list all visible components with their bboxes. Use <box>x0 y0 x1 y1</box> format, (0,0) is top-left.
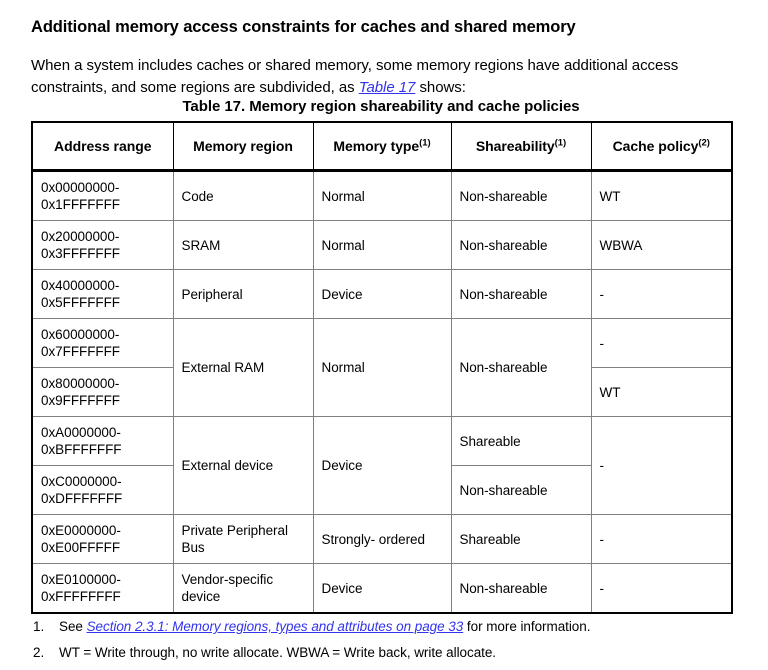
column-header-cache-policy: Cache policy(2) <box>590 121 733 172</box>
footnote-item: 2. WT = Write through, no write allocate.… <box>31 644 737 661</box>
cell-address-range: 0xC0000000- 0xDFFFFFFF <box>31 465 174 515</box>
cell-address-range: 0xE0100000- 0xFFFFFFFF <box>31 563 174 614</box>
header-label: Address range <box>54 138 152 154</box>
cell-memory-region: Vendor-specific device <box>172 563 314 614</box>
cell-shareability: Non-shareable <box>450 318 592 417</box>
table-body: 0x00000000- 0x1FFFFFFF Code Normal Non-s… <box>31 170 733 614</box>
cell-memory-type: Device <box>312 563 452 614</box>
footnote-number: 2. <box>33 645 45 660</box>
table-row: 0x00000000- 0x1FFFFFFF Code Normal Non-s… <box>31 170 733 221</box>
cell-shareability: Shareable <box>450 514 592 564</box>
cell-memory-region: Private Peripheral Bus <box>172 514 314 564</box>
cell-cache-policy: WBWA <box>590 220 733 270</box>
cell-shareability: Non-shareable <box>450 220 592 270</box>
cell-memory-type: Normal <box>312 170 452 221</box>
cell-cache-policy: - <box>590 269 733 319</box>
table-row: 0x20000000- 0x3FFFFFFF SRAM Normal Non-s… <box>31 220 733 270</box>
cell-shareability: Non-shareable <box>450 465 592 515</box>
cell-address-range: 0x80000000- 0x9FFFFFFF <box>31 367 174 417</box>
table-row: 0xC0000000- 0xDFFFFFFF Non-shareable <box>31 465 732 515</box>
cell-memory-region: Code <box>172 170 314 221</box>
table-header: Address range Memory region Memory type(… <box>31 121 733 172</box>
cell-address-range: 0x00000000- 0x1FFFFFFF <box>31 170 174 221</box>
cell-address-range: 0xA0000000- 0xBFFFFFFF <box>31 416 174 466</box>
header-footnote-ref: (2) <box>698 137 710 149</box>
cell-cache-policy: - <box>590 514 733 564</box>
column-header-memory-type: Memory type(1) <box>312 121 452 172</box>
cell-memory-type: Strongly- ordered <box>312 514 452 564</box>
footnote-number: 1. <box>33 619 45 634</box>
header-label: Memory type <box>333 138 420 154</box>
cell-shareability: Shareable <box>450 416 592 466</box>
footnote-item: 1. See Section 2.3.1: Memory regions, typ… <box>31 618 737 635</box>
cell-cache-policy: WT <box>590 170 733 221</box>
cell-address-range: 0x40000000- 0x5FFFFFFF <box>31 269 174 319</box>
column-header-shareability: Shareability(1) <box>450 121 592 172</box>
table-row: 0xE0100000- 0xFFFFFFFF Vendor-specific d… <box>31 563 733 614</box>
table-17-link[interactable]: Table 17 <box>358 78 416 96</box>
intro-paragraph: When a system includes caches or shared … <box>31 55 737 98</box>
memory-regions-table: Address range Memory region Memory type(… <box>31 121 733 614</box>
intro-text-part1: When a system includes caches or shared … <box>31 57 679 96</box>
footnotes-list: 1. See Section 2.3.1: Memory regions, typ… <box>31 618 737 670</box>
cell-cache-policy: - <box>590 318 733 368</box>
footnote-text-post: for more information. <box>463 619 591 634</box>
table-row: 0x80000000- 0x9FFFFFFF WT <box>31 367 733 417</box>
cell-shareability: Non-shareable <box>450 563 592 614</box>
table-row: 0xE0000000- 0xE00FFFFF Private Periphera… <box>31 514 733 564</box>
table-row: 0xA0000000- 0xBFFFFFFF External device D… <box>31 416 733 515</box>
memory-table-container: Address range Memory region Memory type(… <box>31 121 733 614</box>
cell-shareability: Non-shareable <box>450 269 592 319</box>
header-label: Shareability <box>475 138 555 154</box>
table-row: 0x40000000- 0x5FFFFFFF Peripheral Device… <box>31 269 733 319</box>
header-label: Cache policy <box>612 138 699 154</box>
cell-cache-policy: - <box>590 416 733 515</box>
cell-memory-type: Normal <box>312 318 452 417</box>
column-header-memory-region: Memory region <box>172 121 314 172</box>
cell-memory-type: Normal <box>312 220 452 270</box>
intro-text-part2: shows: <box>415 78 466 96</box>
header-label: Memory region <box>193 138 293 154</box>
cell-address-range: 0x20000000- 0x3FFFFFFF <box>31 220 174 270</box>
cell-memory-type: Device <box>312 416 452 515</box>
cell-memory-region: SRAM <box>172 220 314 270</box>
table-header-row: Address range Memory region Memory type(… <box>31 121 733 172</box>
cell-memory-region: Peripheral <box>172 269 314 319</box>
column-header-address-range: Address range <box>31 121 174 172</box>
cell-memory-type: Device <box>312 269 452 319</box>
cell-memory-region: External RAM <box>172 318 314 417</box>
cell-address-range: 0xE0000000- 0xE00FFFFF <box>31 514 174 564</box>
header-footnote-ref: (1) <box>554 137 567 149</box>
section-2-3-1-link[interactable]: Section 2.3.1: Memory regions, types and… <box>86 619 464 634</box>
table-caption: Table 17. Memory region shareability and… <box>182 98 580 115</box>
footnote-text-pre: See <box>59 619 87 634</box>
cell-address-range: 0x60000000- 0x7FFFFFFF <box>31 318 174 368</box>
section-heading: Additional memory access constraints for… <box>31 18 576 37</box>
cell-cache-policy: - <box>590 563 733 614</box>
cell-cache-policy: WT <box>590 367 733 417</box>
header-footnote-ref: (1) <box>419 137 431 149</box>
table-row: 0x60000000- 0x7FFFFFFF External RAM Norm… <box>31 318 733 417</box>
cell-memory-region: External device <box>172 416 314 515</box>
cell-shareability: Non-shareable <box>450 170 592 221</box>
footnote-text-pre: WT = Write through, no write allocate. W… <box>59 645 497 660</box>
